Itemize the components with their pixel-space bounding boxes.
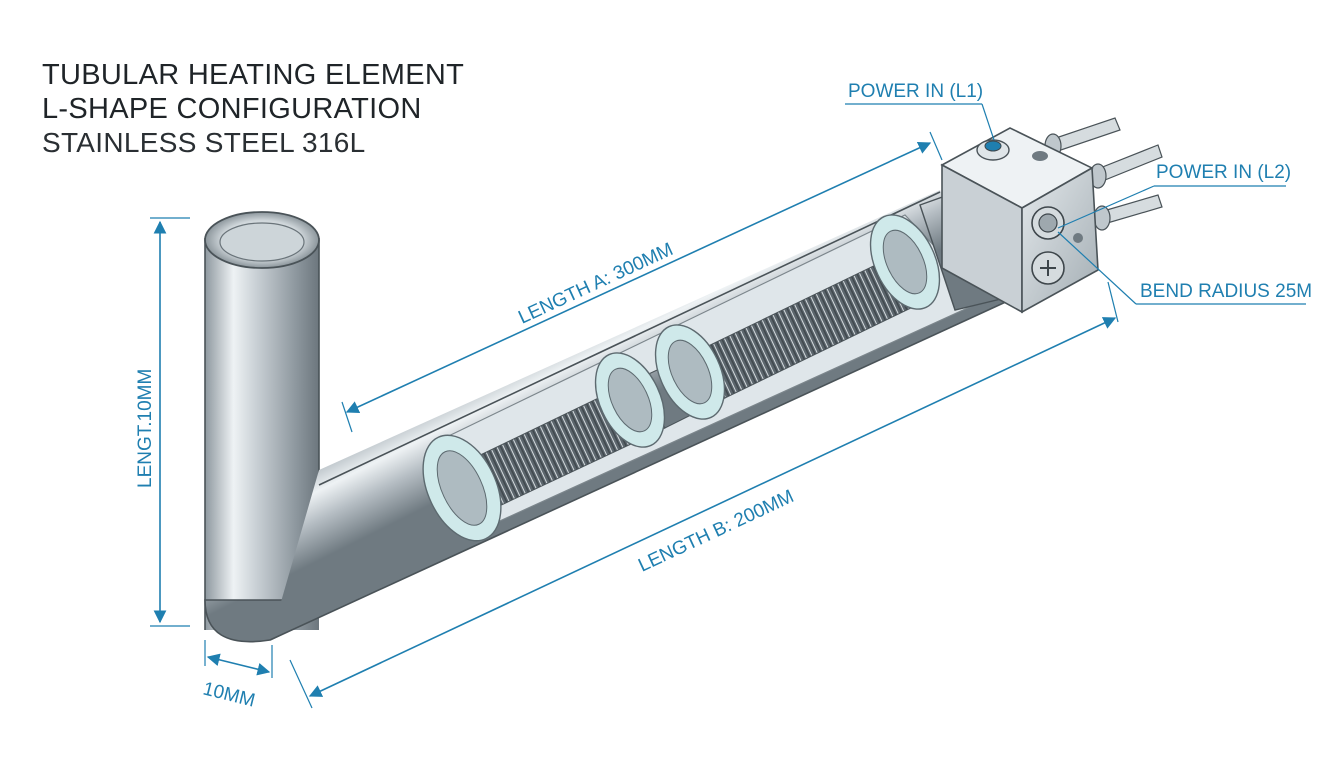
subtitle-line: L-SHAPE CONFIGURATION — [42, 93, 422, 125]
diameter-label: 10MM — [201, 678, 257, 711]
insulator-rings — [422, 214, 941, 542]
bend-radius-label: BEND RADIUS 25M — [1140, 281, 1312, 302]
material-line: STAINLESS STEEL 316L — [42, 127, 366, 158]
dimension-vertical-length: LENGT.10MM — [135, 217, 190, 627]
terminal-block — [940, 117, 1163, 314]
title-block: TUBULAR HEATING ELEMENT L-SHAPE CONFIGUR… — [42, 58, 464, 160]
power-l2-label: POWER IN (L2) — [1156, 162, 1291, 183]
callout-power-l1: POWER IN (L1) — [845, 81, 995, 141]
tube-body — [204, 179, 1011, 643]
dimension-diameter: 10MM — [201, 640, 273, 712]
terminal-pins — [1044, 117, 1163, 231]
length-a-label: LENGTH A: 300MM — [515, 239, 676, 328]
terminal-nuts — [1031, 206, 1083, 285]
callout-bend-radius: BEND RADIUS 25M — [1057, 231, 1312, 305]
callout-power-l2: POWER IN (L2) — [1057, 162, 1291, 229]
power-l1-label: POWER IN (L1) — [848, 81, 983, 102]
title-line: TUBULAR HEATING ELEMENT — [42, 59, 465, 91]
vertical-length-label: LENGT.10MM — [135, 369, 156, 488]
